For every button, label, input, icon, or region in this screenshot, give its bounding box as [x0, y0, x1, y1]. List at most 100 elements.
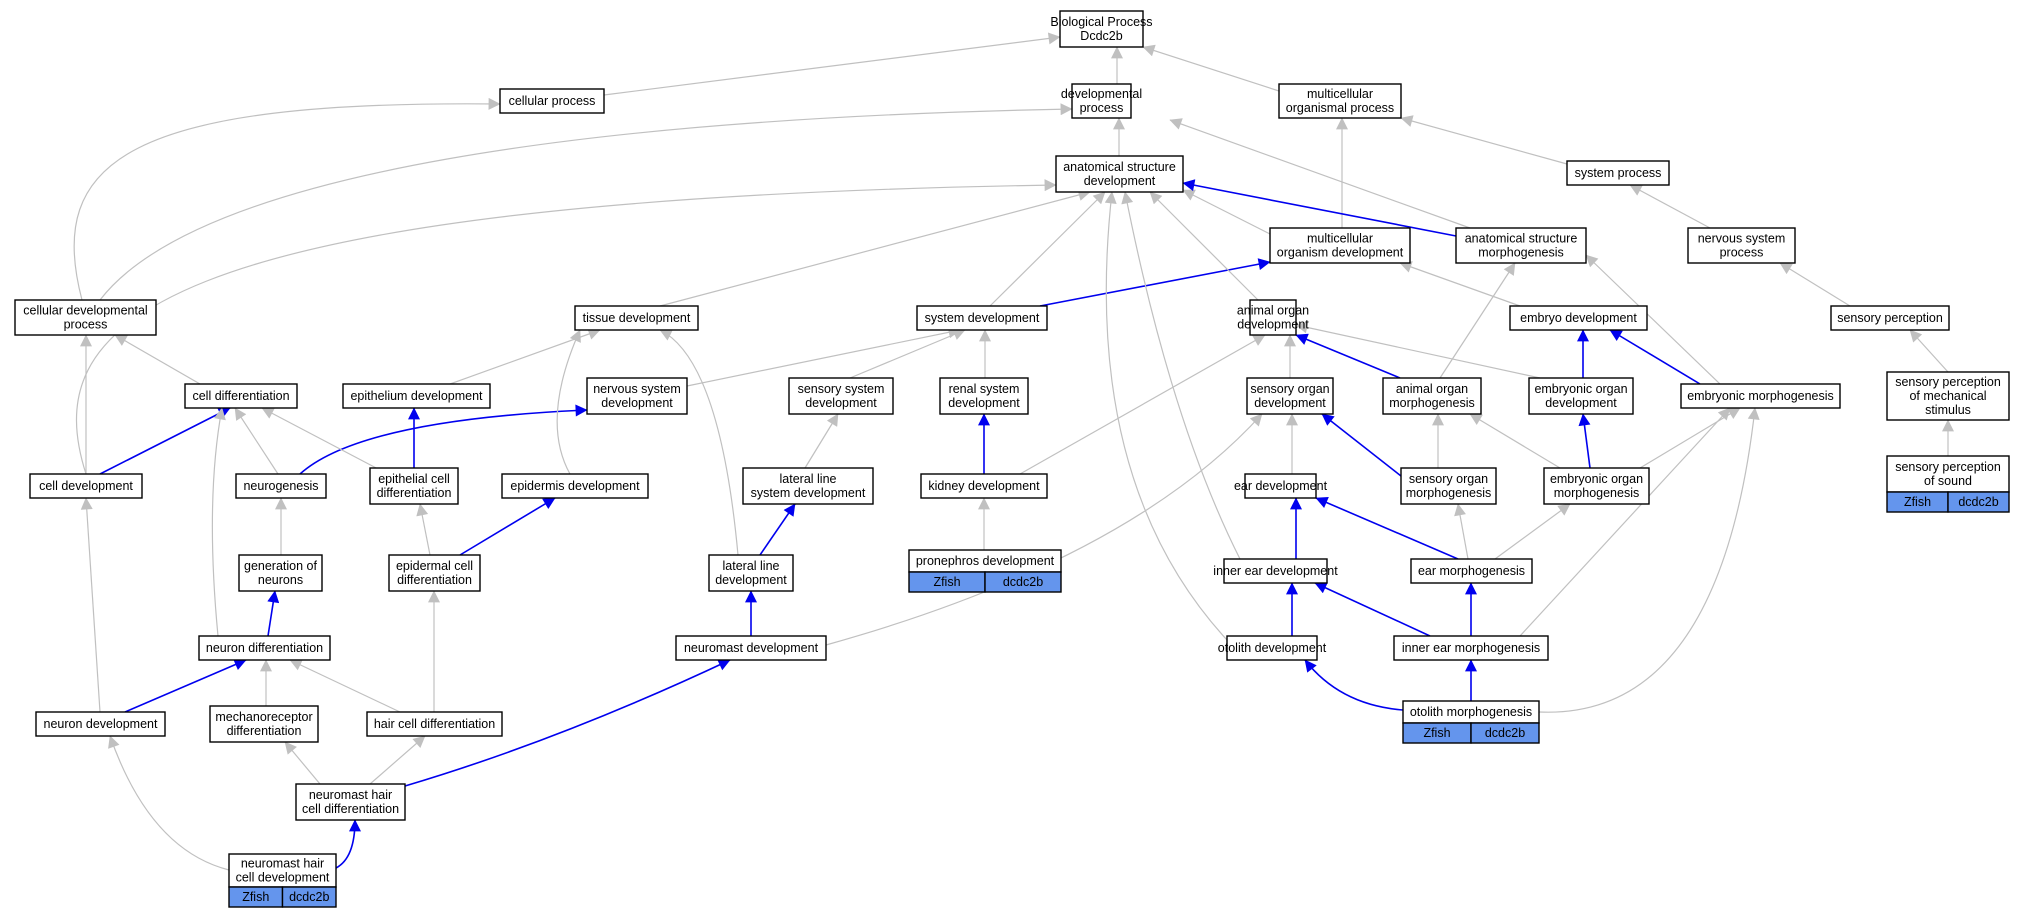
term-node-hair-cell-differentiation[interactable]: hair cell differentiation: [366, 711, 503, 737]
term-node-tissue-development[interactable]: tissue development: [574, 305, 699, 331]
term-box: [35, 711, 166, 737]
edge-is-a-sensory-system-development-to-system-development: [849, 328, 966, 379]
term-label-line: hair cell differentiation: [374, 717, 495, 731]
term-box: [1410, 558, 1533, 584]
term-node-epidermis-development[interactable]: epidermis development: [501, 473, 649, 499]
term-node-inner-ear-development[interactable]: inner ear development: [1213, 558, 1338, 584]
term-box: [1886, 455, 2010, 493]
term-box: [1055, 155, 1184, 193]
term-node-neuron-differentiation[interactable]: neuron differentiation: [198, 635, 331, 661]
term-node-neurogenesis[interactable]: neurogenesis: [235, 473, 327, 499]
term-label-line: development: [715, 573, 787, 587]
edge-is-a-cellular-developmental-process-to-developmental-process: [99, 103, 1073, 301]
term-label-line: organism development: [1277, 246, 1404, 260]
term-label-line: sensory perception: [1895, 460, 2001, 474]
gene-tag-cell[interactable]: [281, 886, 337, 908]
term-node-cellular-process[interactable]: cellular process: [499, 88, 605, 114]
term-label-line: embryonic organ: [1550, 472, 1643, 486]
term-node-inner-ear-morphogenesis[interactable]: inner ear morphogenesis: [1393, 635, 1549, 661]
edge-is-a-multicellular-organismal-process-to-bp: [1142, 44, 1280, 92]
term-box: [1830, 305, 1950, 331]
edge-is-a-epithelial-cell-differentiation-to-cell-differentiation: [261, 407, 381, 471]
term-node-embryonic-morphogenesis[interactable]: embryonic morphogenesis: [1680, 383, 1841, 409]
term-label-line: inner ear morphogenesis: [1402, 641, 1540, 655]
edge-part-of-neuromast-hair-cell-development-to-neuromast-hair-cell-differentiation: [335, 819, 361, 869]
term-label-line: sensory system: [798, 382, 885, 396]
gene-tag-cell[interactable]: [1470, 722, 1540, 744]
term-label-line: Dcdc2b: [1080, 29, 1122, 43]
term-node-sensory-perception[interactable]: sensory perception: [1830, 305, 1950, 331]
term-node-neuromast-development[interactable]: neuromast development: [675, 635, 827, 661]
edge-part-of-lateral-line-development-to-lateral-line-system-development: [759, 503, 796, 556]
term-label-line: development: [1237, 318, 1309, 332]
term-node-epithelium-development[interactable]: epithelium development: [342, 383, 491, 409]
edge-is-a-cell-development-to-anatomical-structure-development: [75, 179, 1057, 475]
term-node-cell-development[interactable]: cell development: [29, 473, 143, 499]
edge-is-a-ear-morphogenesis-to-embryonic-organ-morphogenesis: [1494, 503, 1571, 560]
term-label-line: sensory organ: [1250, 382, 1329, 396]
edge-is-a-neuromast-hair-cell-differentiation-to-hair-cell-differentiation: [369, 735, 426, 785]
term-label-line: generation of: [244, 559, 318, 573]
term-label-line: embryonic organ: [1534, 382, 1627, 396]
term-box: [1249, 299, 1297, 336]
term-box: [184, 383, 298, 409]
species-tag-label: Zfish: [1423, 726, 1450, 740]
term-label-line: morphogenesis: [1389, 396, 1474, 410]
term-label-line: mechanoreceptor: [215, 710, 312, 724]
term-label-line: developmental: [1061, 87, 1142, 101]
term-box: [1244, 473, 1317, 499]
term-node-system-development[interactable]: system development: [916, 305, 1048, 331]
term-node-neuron-development[interactable]: neuron development: [35, 711, 166, 737]
term-node-system-process[interactable]: system process: [1566, 160, 1670, 186]
term-label-line: differentiation: [377, 486, 452, 500]
term-node-embryo-development[interactable]: embryo development: [1509, 305, 1648, 331]
term-node-kidney-development[interactable]: kidney development: [920, 473, 1048, 499]
edge-part-of-epidermal-cell-differentiation-to-epidermis-development: [459, 497, 556, 556]
term-node-otolith-development[interactable]: otolith development: [1218, 635, 1327, 661]
term-box: [29, 473, 143, 499]
term-label-line: sensory perception: [1837, 311, 1943, 325]
gene-tag-cell[interactable]: [1947, 491, 2010, 513]
term-box: [1059, 10, 1144, 48]
edge-part-of-neuromast-hair-cell-differentiation-to-neuromast-development: [404, 659, 731, 787]
term-label-line: pronephros development: [916, 554, 1055, 568]
term-label-line: anatomical structure: [1465, 232, 1578, 246]
term-node-ear-development[interactable]: ear development: [1234, 473, 1328, 499]
edge-is-a-embryonic-organ-morphogenesis-to-embryonic-morphogenesis: [1639, 407, 1741, 469]
gene-tag-cell[interactable]: [984, 571, 1062, 593]
edge-is-a-system-development-to-anatomical-structure-development: [989, 191, 1106, 307]
term-label-line: cell development: [236, 871, 330, 885]
term-node-cell-differentiation[interactable]: cell differentiation: [184, 383, 298, 409]
term-node-ear-morphogenesis[interactable]: ear morphogenesis: [1410, 558, 1533, 584]
edge-part-of-neuron-differentiation-to-generation-of-neurons: [267, 590, 280, 637]
